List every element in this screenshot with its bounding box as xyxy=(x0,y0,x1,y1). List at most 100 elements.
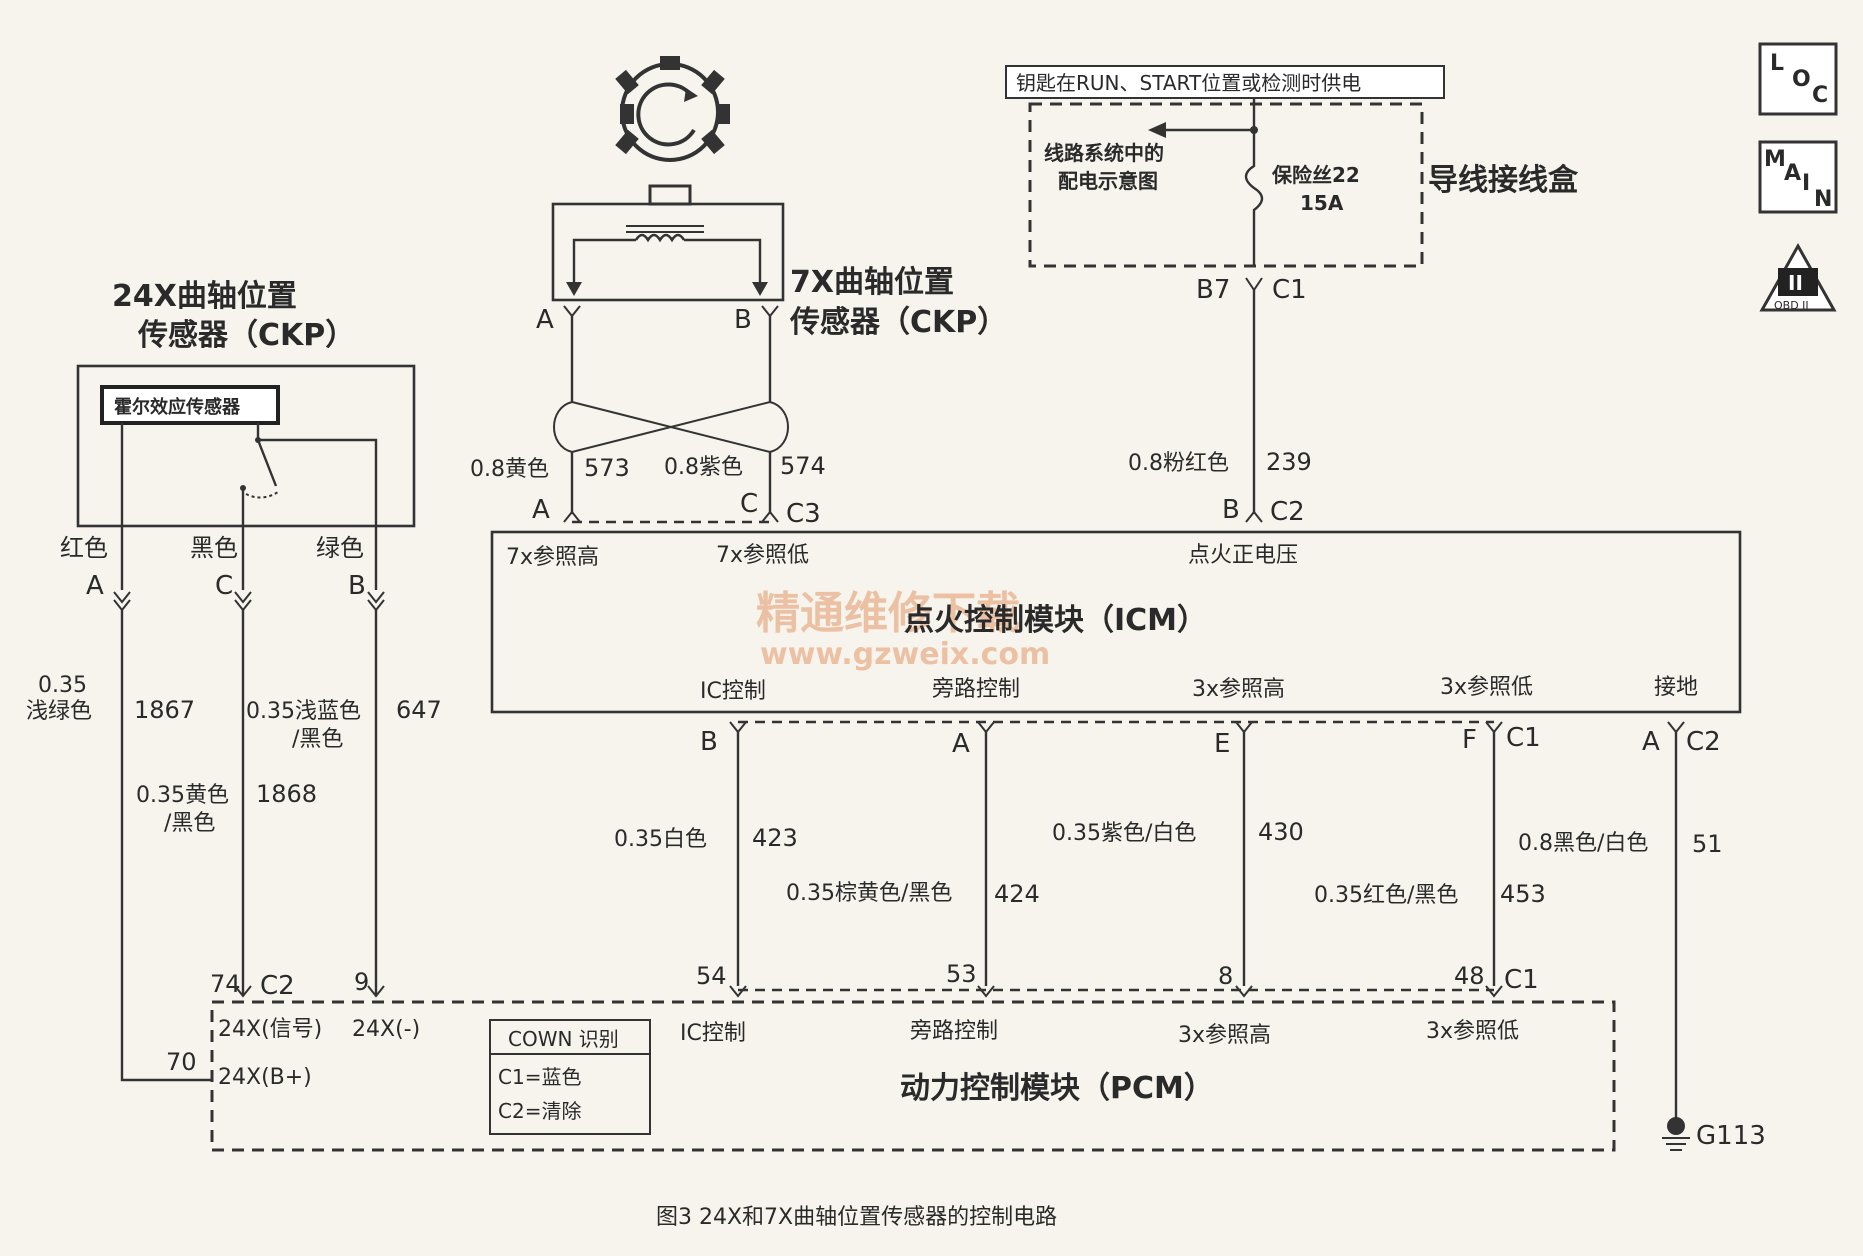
power-label: 钥匙在RUN、START位置或检测时供电 xyxy=(1016,71,1361,95)
pcm-conn xyxy=(1235,985,1253,998)
wire-647-color-1: 0.35浅蓝色 xyxy=(246,699,361,724)
wire-423-color: 0.35白色 xyxy=(614,827,707,852)
ckp24-conn-c xyxy=(234,591,252,612)
icm-pin-b: B xyxy=(1222,495,1240,525)
icm-pin-a-out: A xyxy=(952,729,970,759)
junction-box: 钥匙在RUN、START位置或检测时供电 线路系统中的 配电示意图 保险丝22 … xyxy=(1005,65,1579,514)
cown-c2: C2=清除 xyxy=(498,1099,581,1123)
dist-label-2: 配电示意图 xyxy=(1058,169,1158,193)
ckp24-color-red: 红色 xyxy=(60,534,108,562)
watermark-url: www.gzweix.com xyxy=(760,637,1050,672)
wire-424-color: 0.35棕黄色/黑色 xyxy=(786,881,952,906)
junction-pin: B7 xyxy=(1196,275,1230,305)
arrow-icon xyxy=(566,282,582,296)
pcm-label-24x-bplus: 24X(B+) xyxy=(218,1065,312,1090)
pcm-label-bypass: 旁路控制 xyxy=(910,1019,998,1044)
pcm-conn-c1: C1 xyxy=(1504,965,1539,995)
ckp24-wire-b xyxy=(258,438,378,590)
arrow-left-icon xyxy=(1148,122,1166,138)
pcm-pin-54: 54 xyxy=(696,962,727,990)
icm-bot-conn xyxy=(977,721,995,734)
ckp24-switch-arc xyxy=(245,491,279,499)
cown-c1: C1=蓝色 xyxy=(498,1065,581,1089)
main-letter-m: M xyxy=(1764,147,1786,172)
pcm-conn xyxy=(234,985,252,998)
pcm-conn xyxy=(977,985,995,998)
icm-bot-conn xyxy=(1485,721,1503,734)
wire-573-color: 0.8黄色 xyxy=(470,457,549,482)
main-icon: M A I N xyxy=(1758,140,1838,214)
ground-g113: G113 xyxy=(1662,1117,1766,1151)
loc-letter-c: C xyxy=(1812,83,1828,108)
icm-conn-c3: C3 xyxy=(786,499,821,529)
icm-bot-conn xyxy=(1235,721,1253,734)
pcm-conn xyxy=(367,985,385,998)
figure-caption: 图3 24X和7X曲轴位置传感器的控制电路 xyxy=(656,1205,1057,1230)
fuse-label-1: 保险丝22 xyxy=(1271,163,1360,187)
main-letter-n: N xyxy=(1814,187,1832,212)
icm-box xyxy=(490,530,1742,714)
ground-dot-icon xyxy=(1667,1117,1685,1135)
junction-dashed-box xyxy=(1028,102,1424,268)
pcm-module: 74 C2 9 70 54 53 8 48 C1 24X(信号) 24X(-) … xyxy=(166,960,1616,1152)
pcm-pin-74: 74 xyxy=(210,970,241,998)
ckp24-conn-a xyxy=(113,591,131,612)
icm-conn-c2: C2 xyxy=(1270,497,1305,527)
icm-pin-a-gnd: A xyxy=(1642,727,1660,757)
icm-top-conn-a xyxy=(563,510,581,523)
pcm-pin-9: 9 xyxy=(354,968,369,996)
pcm-label-ic: IC控制 xyxy=(680,1021,746,1046)
fuse-icon xyxy=(1244,130,1264,266)
ckp24-sensor: 24X曲轴位置 传感器（CKP） 霍尔效应传感器 红色 黑色 绿色 A C B … xyxy=(26,279,442,1082)
wire-1867-number: 1867 xyxy=(134,696,195,724)
icm-module: A C C3 B C2 7x参照高 7x参照低 点火正电压 精通维修下载 点火控… xyxy=(490,489,1742,1122)
wire-1867 xyxy=(120,610,212,1082)
pcm-conn xyxy=(729,985,747,998)
pcm-conn xyxy=(1485,985,1503,998)
icm-out-ground: 接地 xyxy=(1654,675,1698,700)
wire-430-color: 0.35紫色/白色 xyxy=(1052,821,1196,846)
pcm-box xyxy=(210,1000,1616,1152)
hall-sensor-label: 霍尔效应传感器 xyxy=(114,396,241,418)
wire-51-number: 51 xyxy=(1692,830,1723,858)
icm-pin-a: A xyxy=(532,495,550,525)
wire-574-number: 574 xyxy=(780,452,826,480)
ckp7-conn-a xyxy=(563,305,581,318)
ckp24-pin-a: A xyxy=(86,571,104,601)
icm-out-3x-low: 3x参照低 xyxy=(1440,675,1533,700)
ckp24-conn-b xyxy=(367,591,385,612)
loc-icon: L O C xyxy=(1758,42,1838,116)
ckp7-pin-a: A xyxy=(536,305,554,335)
icm-conn-c2-gnd: C2 xyxy=(1686,727,1721,757)
coil-icon xyxy=(634,233,686,243)
ckp24-pin-c: C xyxy=(215,571,233,601)
wire-573-number: 573 xyxy=(584,454,630,482)
wire-453-color: 0.35红色/黑色 xyxy=(1314,883,1458,908)
wire-430-number: 430 xyxy=(1258,818,1304,846)
ckp24-housing xyxy=(76,364,416,528)
twisted-pair-icon xyxy=(553,400,789,454)
icm-in-ign-voltage: 点火正电压 xyxy=(1188,543,1298,568)
icm-bot-conn xyxy=(729,721,747,734)
ckp24-switch xyxy=(256,423,278,487)
ckp7-title-1: 7X曲轴位置 xyxy=(790,265,954,300)
ground-label: G113 xyxy=(1696,1121,1766,1151)
dist-label-1: 线路系统中的 xyxy=(1044,141,1164,165)
wire-453-number: 453 xyxy=(1500,880,1546,908)
ground-icon xyxy=(1662,1137,1690,1151)
wire-239-number: 239 xyxy=(1266,448,1312,476)
reluctor-wheel-icon xyxy=(615,56,730,162)
wire-647-color-2: /黑色 xyxy=(292,727,343,752)
ckp7-internal-b xyxy=(684,238,762,292)
ckp24-title-1: 24X曲轴位置 xyxy=(112,279,297,314)
icm-pin-b-out: B xyxy=(700,727,718,757)
icm-out-3x-high: 3x参照高 xyxy=(1192,677,1285,702)
obd-mark: II xyxy=(1788,271,1803,295)
ckp7-conn-b xyxy=(761,305,779,318)
pcm-label-3x-high: 3x参照高 xyxy=(1178,1023,1271,1048)
ckp24-contact xyxy=(240,485,246,491)
obd-label: OBD II xyxy=(1774,299,1809,312)
pcm-label-3x-low: 3x参照低 xyxy=(1426,1019,1519,1044)
wire-647-number: 647 xyxy=(396,696,442,724)
